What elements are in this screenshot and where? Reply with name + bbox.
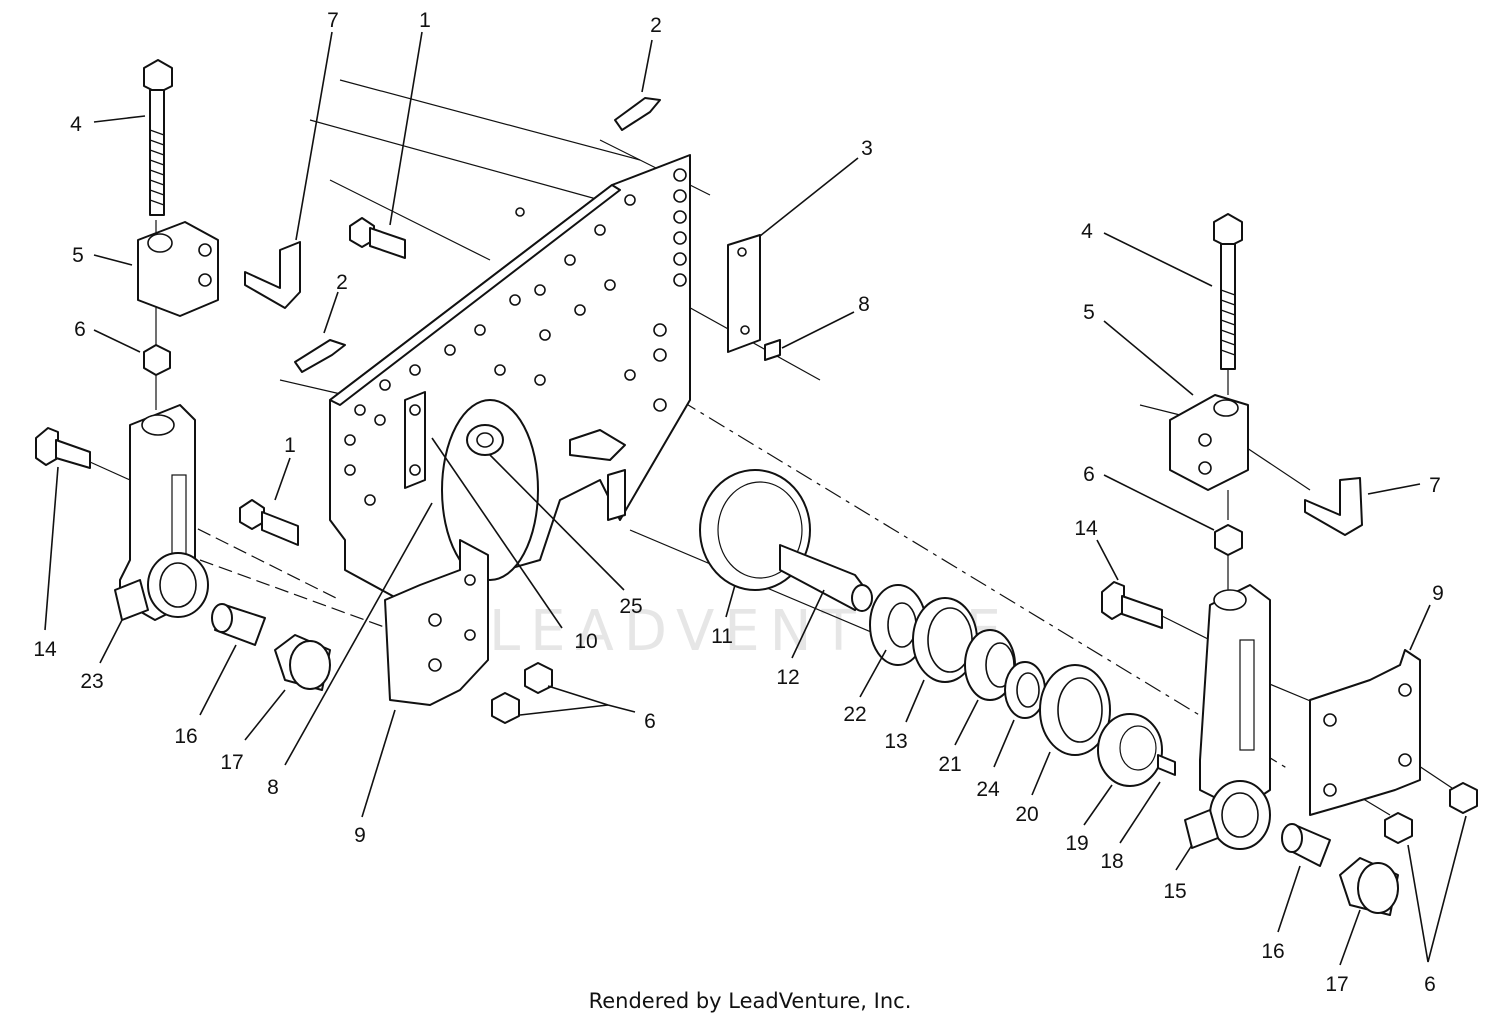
- callout-20: 20: [1015, 803, 1038, 826]
- callout-4: 4: [70, 113, 82, 136]
- part-14-left-bolt: [35, 427, 91, 469]
- callout-14: 14: [33, 638, 57, 661]
- callout-7: 7: [327, 9, 339, 32]
- part-7-left-pin: [244, 241, 301, 309]
- part-14-right-bolt: [1101, 581, 1163, 629]
- part-19-nut: [1097, 713, 1163, 787]
- part-15-right-arm: [1184, 584, 1271, 850]
- callout-21: 21: [938, 753, 961, 776]
- callout-4: 4: [1081, 220, 1093, 243]
- part-6-right-bracket-nuts: [1384, 782, 1478, 844]
- callout-1: 1: [419, 9, 431, 32]
- part-24-washer: [1004, 661, 1046, 719]
- part-12-shaft: [779, 544, 873, 612]
- part-9-left-bracket: [384, 539, 489, 706]
- callout-5: 5: [72, 244, 84, 267]
- part-6-left-bracket-nuts: [491, 662, 553, 724]
- callout-23: 23: [80, 670, 103, 693]
- part-22-seal: [869, 584, 927, 666]
- part-10-plate: [404, 391, 426, 489]
- part-2-upper-cotter-pin: [614, 97, 661, 131]
- callout-3: 3: [861, 137, 873, 160]
- callout-2: 2: [650, 14, 662, 37]
- callout-7: 7: [1429, 474, 1441, 497]
- part-4-right-bolt: [1213, 213, 1243, 370]
- part-23-left-arm: [114, 404, 209, 621]
- callout-16: 16: [174, 725, 197, 748]
- part-25-washer: [466, 424, 504, 456]
- callout-15: 15: [1163, 880, 1186, 903]
- callout-22: 22: [843, 703, 866, 726]
- part-4-left-bolt: [143, 59, 173, 216]
- callout-9: 9: [1432, 582, 1444, 605]
- part-1-left-upper-bolt: [349, 217, 406, 259]
- callout-11: 11: [711, 625, 733, 648]
- callout-19: 19: [1065, 832, 1088, 855]
- callout-6: 6: [1083, 463, 1095, 486]
- part-5-right-clamp: [1169, 394, 1249, 491]
- callout-14: 14: [1074, 517, 1098, 540]
- callout-13: 13: [884, 730, 907, 753]
- callout-labels: 4 7 1 2 3 5 6 2 8 4 5 6 7 14 1 14 23 16 …: [33, 9, 1444, 996]
- callout-8: 8: [858, 293, 870, 316]
- callout-18: 18: [1100, 850, 1123, 873]
- plate-holes: [344, 168, 687, 506]
- part-2-lower-cotter-pin: [294, 339, 346, 373]
- part-13-cup: [912, 597, 978, 683]
- part-6-left-nut: [143, 344, 171, 376]
- leader-lines: [44, 31, 1467, 966]
- callout-6: 6: [644, 710, 656, 733]
- callout-5: 5: [1083, 301, 1095, 324]
- callout-24: 24: [976, 778, 1000, 801]
- part-7-right-pin: [1304, 477, 1363, 536]
- callout-17: 17: [1325, 973, 1348, 996]
- callout-9: 9: [354, 824, 366, 847]
- part-18-grease-fitting: [1157, 754, 1176, 776]
- callout-6: 6: [1424, 973, 1436, 996]
- part-5-left-clamp: [137, 221, 219, 317]
- callout-6: 6: [74, 318, 86, 341]
- callout-17: 17: [220, 751, 243, 774]
- part-16-right-bushing: [1281, 823, 1331, 867]
- part-16-left-bushing: [211, 603, 266, 646]
- callout-16: 16: [1261, 940, 1284, 963]
- main-plate: [329, 154, 691, 601]
- part-20-seal: [1039, 664, 1111, 756]
- part-8-upper-screw: [764, 339, 781, 361]
- part-17-left-spacer: [274, 634, 331, 691]
- callout-2: 2: [336, 271, 348, 294]
- callout-12: 12: [776, 666, 799, 689]
- part-6-right-nut: [1214, 524, 1243, 556]
- callout-8: 8: [267, 776, 279, 799]
- callout-10: 10: [574, 630, 597, 653]
- footer-credit: Rendered by LeadVenture, Inc.: [589, 989, 912, 1013]
- part-1-left-lower-bolt: [239, 499, 299, 546]
- part-9-right-bracket: [1309, 649, 1421, 816]
- callout-1: 1: [284, 434, 296, 457]
- part-17-right-spacer: [1339, 857, 1399, 916]
- part-3-plate-strip: [727, 234, 761, 353]
- callout-25: 25: [619, 595, 642, 618]
